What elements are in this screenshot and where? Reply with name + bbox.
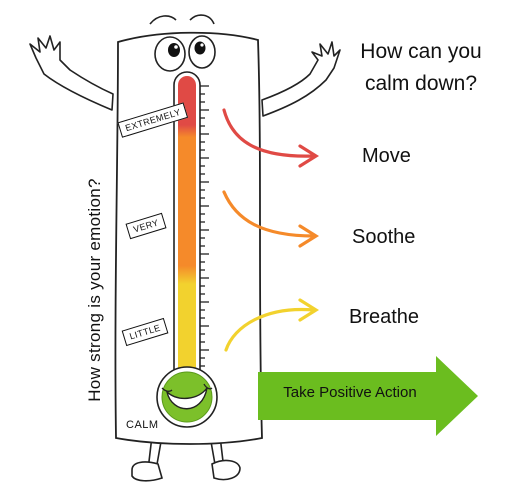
take-positive-action-label: Take Positive Action [283,384,417,401]
take-positive-action-arrow [258,356,478,436]
mercury-column [178,76,196,382]
breathe-arrow [224,298,320,352]
soothe-label: Soothe [352,226,416,248]
legs [131,435,241,482]
soothe-arrow [222,190,320,248]
eyes [154,35,216,72]
question-line-2: calm down? [364,72,478,95]
move-arrow [222,108,320,168]
scale-ticks [200,85,209,367]
move-label: Move [362,145,411,167]
breathe-label: Breathe [349,306,420,328]
level-calm-label: CALM [126,419,159,431]
left-eyebrow [149,15,177,25]
right-eyebrow [189,14,215,25]
left-arm [29,35,114,111]
question-heading: How can you calm down? [330,36,512,100]
question-line-1: How can you [360,40,482,63]
right-arm [261,41,341,117]
calm-bulb [156,366,218,428]
emotion-strength-text: How strong is your emotion? [85,178,104,402]
